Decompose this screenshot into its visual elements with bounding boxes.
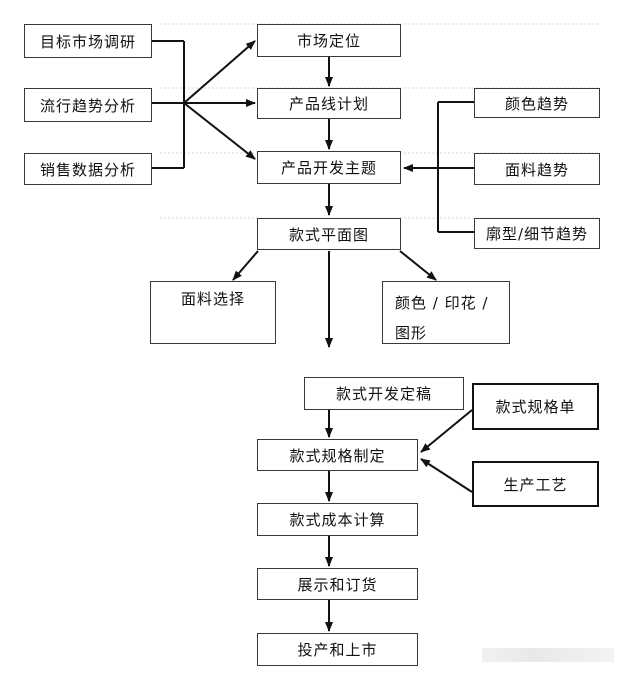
node-spec-sheet: 款式规格单 [472, 383, 599, 430]
node-color-trend: 颜色趋势 [474, 88, 600, 118]
trend-bracket-connectors [403, 101, 475, 233]
node-fabric-trend: 面料趋势 [474, 153, 600, 185]
node-production-process: 生产工艺 [472, 461, 599, 507]
sketch-branch-arrows [232, 250, 437, 348]
main-flow-arrows-bottom [325, 409, 473, 632]
node-spec-making: 款式规格制定 [257, 439, 418, 471]
node-silhouette-trend: 廓型/细节趋势 [474, 218, 600, 249]
input-arrows [183, 40, 256, 160]
node-market-research: 目标市场调研 [24, 24, 152, 58]
input-merge-connectors [152, 40, 185, 169]
node-dev-theme: 产品开发主题 [257, 151, 401, 184]
node-flat-sketch: 款式平面图 [257, 218, 401, 250]
node-costing: 款式成本计算 [257, 503, 418, 536]
node-fabric-select: 面料选择 [150, 281, 276, 344]
node-production-launch: 投产和上市 [257, 633, 418, 666]
node-trend-analysis: 流行趋势分析 [24, 88, 152, 122]
node-product-line-plan: 产品线计划 [257, 88, 401, 119]
node-color-print: 颜色 / 印花 / 图形 [382, 281, 510, 344]
blurred-watermark [482, 648, 614, 662]
node-market-positioning: 市场定位 [257, 24, 401, 57]
node-sales-analysis: 销售数据分析 [24, 153, 152, 185]
node-showroom-order: 展示和订货 [257, 568, 418, 600]
node-final-draft: 款式开发定稿 [304, 377, 464, 410]
